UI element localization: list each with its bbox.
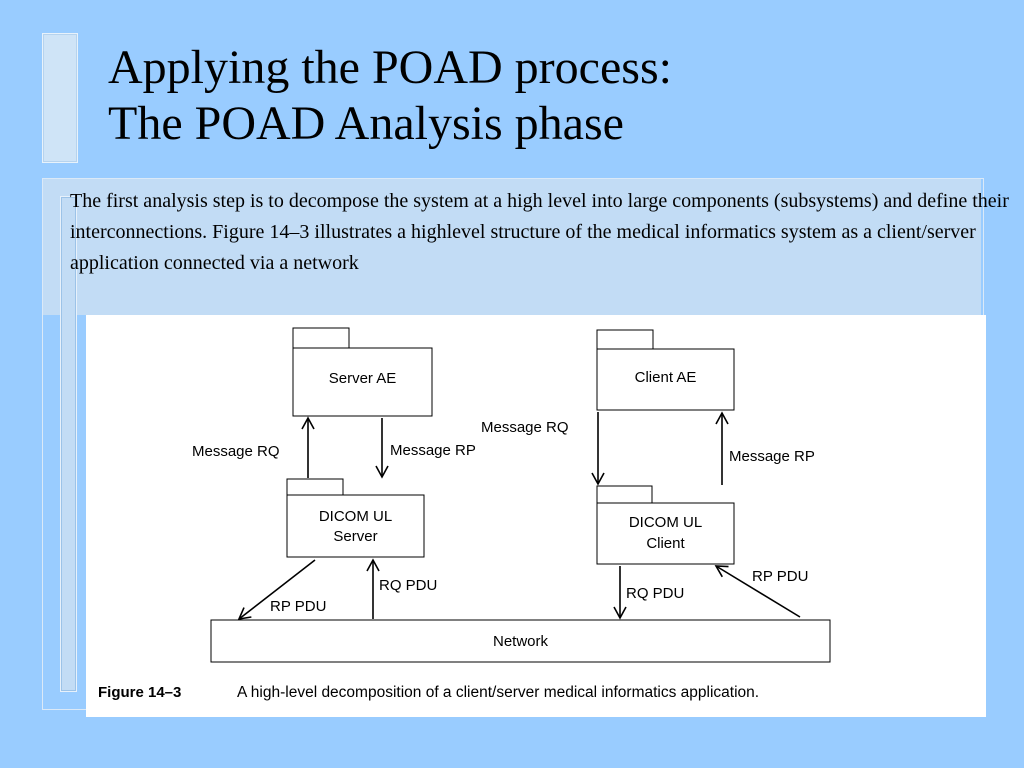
server-rq-pdu-label: RQ PDU bbox=[379, 577, 437, 594]
server-ae-tab bbox=[292, 327, 350, 349]
figure-14-3: Server AE Client AE DICOM UL Server DICO… bbox=[86, 315, 986, 717]
client-ae-tab bbox=[596, 329, 654, 350]
title-accent-bar bbox=[42, 33, 78, 163]
network-box bbox=[210, 619, 831, 663]
figure-caption-label: Figure 14–3 bbox=[98, 684, 181, 701]
text-panel bbox=[43, 179, 981, 315]
client-message-rq-label: Message RQ bbox=[481, 419, 569, 436]
slide-title: Applying the POAD process: The POAD Anal… bbox=[108, 40, 672, 152]
figure-caption-text: A high-level decomposition of a client/s… bbox=[237, 684, 759, 701]
dicom-ul-server-line-2: Server bbox=[333, 528, 377, 545]
dicom-ul-client-line-1: DICOM UL bbox=[629, 514, 702, 531]
slide-title-line-1: Applying the POAD process: bbox=[108, 41, 672, 94]
server-rp-pdu-arrow bbox=[237, 559, 316, 621]
client-rp-pdu-label: RP PDU bbox=[752, 568, 808, 585]
client-ae-box bbox=[596, 348, 735, 411]
client-rq-pdu-label: RQ PDU bbox=[626, 585, 684, 602]
dicom-ul-server-line-1: DICOM UL bbox=[319, 508, 392, 525]
server-message-rp-label: Message RP bbox=[390, 442, 476, 459]
client-message-rp-label: Message RP bbox=[729, 448, 815, 465]
network-package: Network bbox=[210, 619, 831, 663]
slide-title-line-2: The POAD Analysis phase bbox=[108, 97, 624, 150]
client-ae-package: Client AE bbox=[596, 329, 735, 411]
server-ae-package: Server AE bbox=[292, 327, 433, 417]
server-rp-pdu-label: RP PDU bbox=[270, 598, 326, 615]
dicom-ul-server-package: DICOM UL Server bbox=[286, 478, 425, 558]
server-message-rq-label: Message RQ bbox=[192, 443, 280, 460]
dicom-ul-server-box bbox=[286, 494, 425, 558]
body-text: The first analysis step is to decompose … bbox=[70, 190, 1009, 274]
dicom-ul-client-box bbox=[596, 502, 735, 565]
dicom-ul-client-package: DICOM UL Client bbox=[596, 485, 735, 565]
dicom-ul-client-tab bbox=[596, 485, 653, 504]
decomposition-diagram: Server AE Client AE DICOM UL Server DICO… bbox=[98, 327, 831, 701]
dicom-ul-server-tab bbox=[286, 478, 344, 496]
bullet-bar bbox=[60, 196, 77, 692]
client-rp-pdu-arrow bbox=[714, 565, 801, 618]
client-ae-label: Client AE bbox=[635, 369, 697, 386]
network-label: Network bbox=[493, 633, 549, 650]
server-ae-box bbox=[292, 347, 433, 417]
server-ae-label: Server AE bbox=[329, 370, 397, 387]
dicom-ul-client-line-2: Client bbox=[646, 535, 685, 552]
